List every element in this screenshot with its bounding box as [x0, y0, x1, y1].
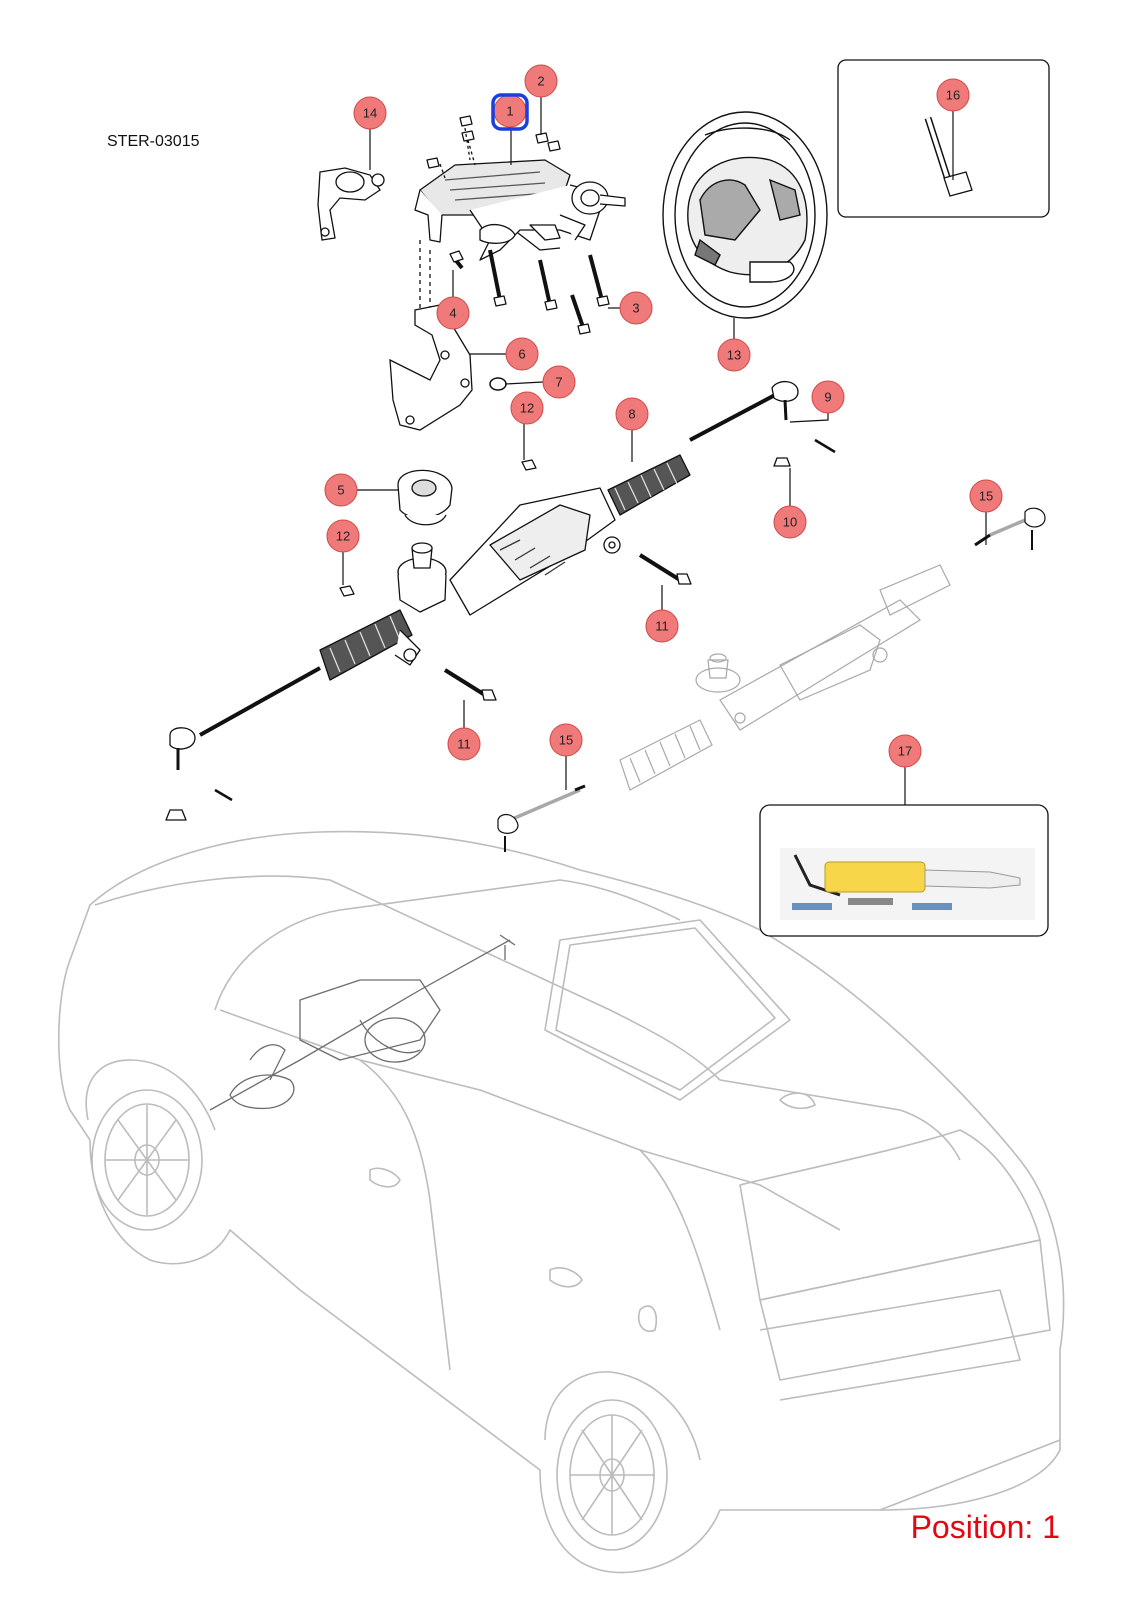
callout-label: 3	[632, 301, 639, 316]
callout-label: 14	[363, 106, 377, 121]
callout-label: 4	[449, 306, 456, 321]
callout-label: 10	[783, 515, 797, 530]
steering-rack-8	[165, 381, 836, 821]
callout-circle[interactable]	[436, 296, 470, 330]
callout-circle[interactable]	[326, 519, 360, 553]
callout-label: 12	[520, 401, 534, 416]
callout-c14[interactable]: 14	[353, 96, 387, 130]
position-label: Position: 1	[910, 1509, 1060, 1545]
callout-label: 7	[555, 375, 562, 390]
bracket-6	[389, 304, 473, 431]
callout-circle[interactable]	[542, 365, 576, 399]
callout-label: 13	[727, 348, 741, 363]
callout-circle[interactable]	[888, 734, 922, 768]
steering-column-assembly	[414, 115, 626, 335]
callout-label: 2	[537, 74, 544, 89]
callout-c1[interactable]: 1	[493, 94, 527, 128]
bolt-16	[924, 116, 973, 197]
callout-c13[interactable]: 13	[717, 338, 751, 372]
callout-circle[interactable]	[324, 473, 358, 507]
callout-c15b[interactable]: 15	[549, 723, 583, 757]
callout-c10[interactable]: 10	[773, 505, 807, 539]
callout-c8[interactable]: 8	[615, 397, 649, 431]
callout-label: 15	[979, 489, 993, 504]
leader-lines	[342, 97, 987, 805]
callout-label: 16	[946, 88, 960, 103]
diagram-code: STER-03015	[107, 133, 200, 150]
callout-label: 1	[506, 104, 513, 119]
repair-kit-17	[780, 848, 1035, 920]
callout-label: 15	[559, 733, 573, 748]
callout-c11a[interactable]: 11	[645, 609, 679, 643]
callout-c3[interactable]: 3	[619, 291, 653, 325]
dust-boot-5	[397, 469, 453, 526]
callout-label: 5	[337, 483, 344, 498]
callout-c7[interactable]: 7	[542, 365, 576, 399]
callout-label: 11	[655, 619, 669, 634]
callout-circle[interactable]	[773, 505, 807, 539]
callout-circle[interactable]	[615, 397, 649, 431]
callout-label: 6	[518, 347, 525, 362]
callout-c12b[interactable]: 12	[326, 519, 360, 553]
callout-c5[interactable]: 5	[324, 473, 358, 507]
callout-c2[interactable]: 2	[524, 64, 558, 98]
washer-7	[489, 377, 507, 391]
selected-position-outline	[491, 93, 529, 131]
callout-circle[interactable]	[353, 96, 387, 130]
callout-circle[interactable]	[645, 609, 679, 643]
callout-circle[interactable]	[447, 727, 481, 761]
vehicle-outline	[58, 830, 1065, 1574]
callout-c17[interactable]: 17	[888, 734, 922, 768]
callout-label: 17	[898, 744, 912, 759]
callout-c9[interactable]: 9	[811, 380, 845, 414]
intermediate-shaft-14	[317, 167, 385, 241]
callout-circle[interactable]	[717, 338, 751, 372]
callout-c6[interactable]: 6	[505, 337, 539, 371]
callout-circle[interactable]	[510, 391, 544, 425]
callout-c11b[interactable]: 11	[447, 727, 481, 761]
callout-label: 12	[336, 529, 350, 544]
callout-label: 9	[824, 390, 831, 405]
callout-circle[interactable]	[619, 291, 653, 325]
callout-c4[interactable]: 4	[436, 296, 470, 330]
inset-box-bolt-16	[837, 59, 1050, 218]
callout-circle[interactable]	[524, 64, 558, 98]
steering-wheel-13	[662, 111, 828, 319]
callout-c15a[interactable]: 15	[969, 479, 1003, 513]
callout-circle[interactable]	[969, 479, 1003, 513]
callout-circle[interactable]	[936, 78, 970, 112]
callout-circle[interactable]	[549, 723, 583, 757]
callout-circle[interactable]	[505, 337, 539, 371]
callout-c12a[interactable]: 12	[510, 391, 544, 425]
callout-c16[interactable]: 16	[936, 78, 970, 112]
callout-label: 11	[457, 737, 471, 752]
callout-circle[interactable]	[811, 380, 845, 414]
callout-label: 8	[628, 407, 635, 422]
steering-rack-reference	[497, 507, 1046, 852]
